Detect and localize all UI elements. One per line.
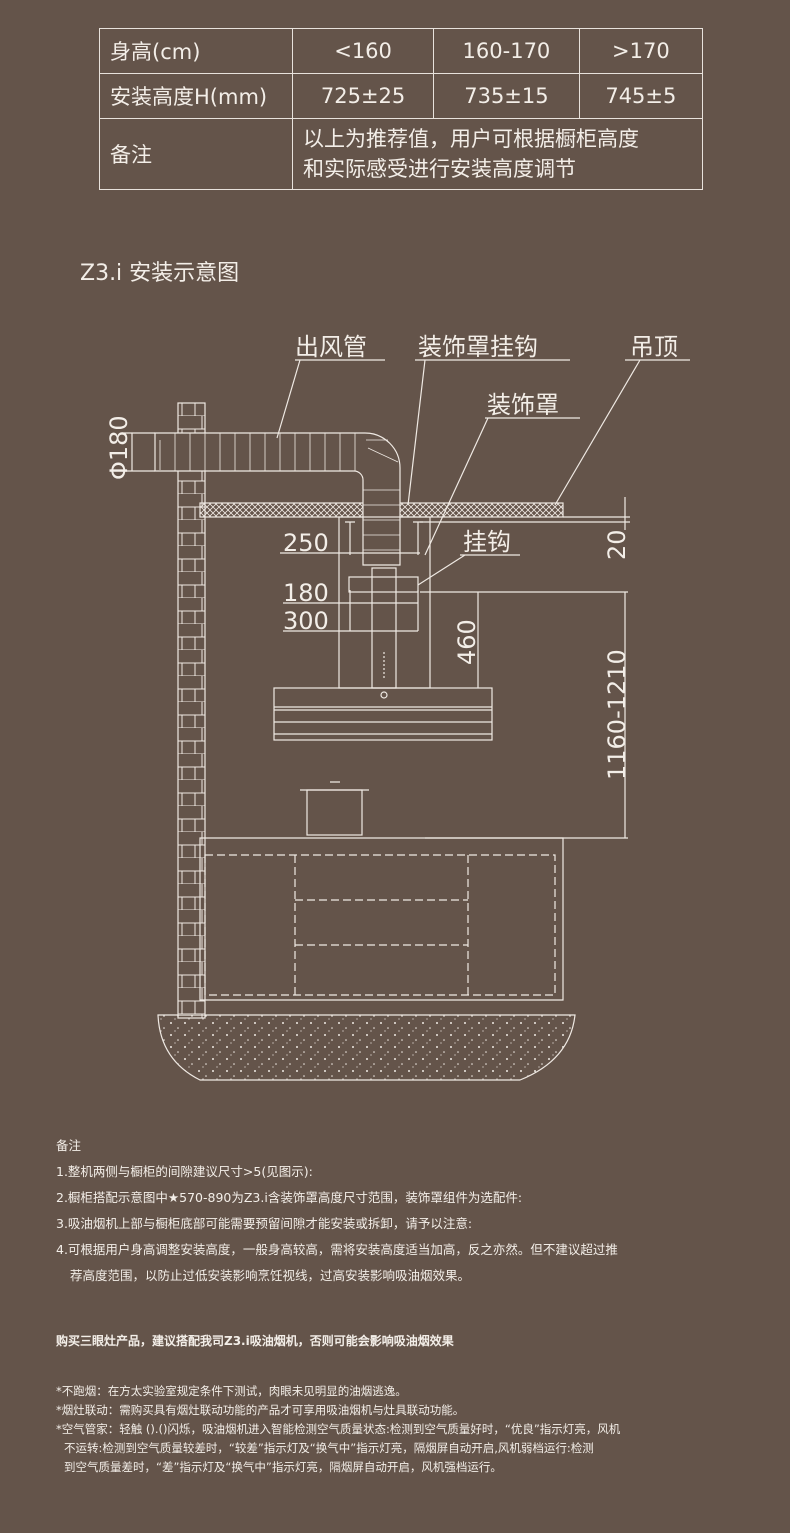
footnotes: *不跑烟：在方太实验室规定条件下测试，肉眼未见明显的油烟逃逸。 *烟灶联动：需购… xyxy=(56,1382,746,1477)
note-item: 荐高度范围，以防止过低安装影响烹饪视线，过高安装影响吸油烟效果。 xyxy=(70,1268,471,1283)
footnote: *空气管家：轻触 ().()闪烁，吸油烟机进入智能检测空气质量状态:检测到空气质… xyxy=(56,1422,621,1436)
footnote: 到空气质量差时，“差”指示灯及“换气中”指示灯亮，隔烟屏自动开启，风机强档运行。 xyxy=(64,1460,502,1474)
cell: 160-170 xyxy=(433,28,580,74)
note-line: 以上为推荐值，用户可根据橱柜高度 xyxy=(303,127,639,151)
note-item: 3.吸油烟机上部与橱柜底部可能需要预留间隙才能安装或拆卸，请予以注意: xyxy=(56,1216,473,1231)
dim-20: 20 xyxy=(603,529,631,560)
table-row: 备注 以上为推荐值，用户可根据橱柜高度 和实际感受进行安装高度调节 xyxy=(99,118,703,190)
dim-180: 180 xyxy=(283,579,329,607)
range-hood xyxy=(273,687,493,741)
brick-wall xyxy=(177,402,206,1019)
ground xyxy=(157,1014,576,1081)
note-cell: 以上为推荐值，用户可根据橱柜高度 和实际感受进行安装高度调节 xyxy=(292,118,703,190)
hook-bracket xyxy=(348,576,419,593)
dim-250: 250 xyxy=(283,529,329,557)
dim-460: 460 xyxy=(453,619,481,665)
install-height-table: 身高(cm) <160 160-170 >170 安装高度H(mm) 725±2… xyxy=(99,28,704,190)
label-duct: 出风管 xyxy=(295,333,367,361)
cooking-pot xyxy=(300,781,369,836)
label-cover: 装饰罩 xyxy=(487,391,559,419)
exhaust-duct xyxy=(154,432,401,566)
kitchen-cabinet xyxy=(199,837,564,1001)
cell: <160 xyxy=(291,28,435,74)
cell: 745±5 xyxy=(578,73,704,119)
install-diagram: 出风管 装饰罩挂钩 吊顶 装饰罩 挂钩 250 180 300 Φ180 20 … xyxy=(105,333,690,1081)
promo-text: 购买三眼灶产品，建议搭配我司Z3.i吸油烟机，否则可能会影响吸油烟效果 xyxy=(56,1334,454,1348)
footnote: *不跑烟：在方太实验室规定条件下测试，肉眼未见明显的油烟逃逸。 xyxy=(56,1384,407,1398)
footnote: 不运转:检测到空气质量较差时，“较差”指示灯及“换气中”指示灯亮，隔烟屏自动开启… xyxy=(64,1441,594,1455)
notes-heading: 备注 xyxy=(56,1138,82,1153)
dim-300: 300 xyxy=(283,607,329,635)
label-hook: 挂钩 xyxy=(463,528,511,556)
notes-section: 备注 1.整机两侧与橱柜的间隙建议尺寸>5(见图示): 2.橱柜搭配示意图中★5… xyxy=(56,1133,618,1289)
note-item: 4.可根据用户身高调整安装高度，一般身高较高，需将安装高度适当加高，反之亦然。但… xyxy=(56,1242,618,1257)
cell: 725±25 xyxy=(291,73,435,119)
diagram-title: Z3.i 安装示意图 xyxy=(80,261,240,286)
note-line: 和实际感受进行安装高度调节 xyxy=(303,157,576,181)
label-cover-hook: 装饰罩挂钩 xyxy=(418,333,538,361)
dim-height-range: 1160-1210 xyxy=(603,649,631,780)
row-label: 身高(cm) xyxy=(99,28,293,74)
note-item: 1.整机两侧与橱柜的间隙建议尺寸>5(见图示): xyxy=(56,1164,313,1179)
note-item: 2.橱柜搭配示意图中★570-890为Z3.i含装饰罩高度尺寸范围，装饰罩组件为… xyxy=(56,1190,523,1205)
footnote: *烟灶联动：需购买具有烟灶联动功能的产品才可享用吸油烟机与灶具联动功能。 xyxy=(56,1403,465,1417)
row-label: 备注 xyxy=(99,118,293,190)
dim-phi180: Φ180 xyxy=(105,415,133,480)
label-ceiling: 吊顶 xyxy=(630,333,678,361)
